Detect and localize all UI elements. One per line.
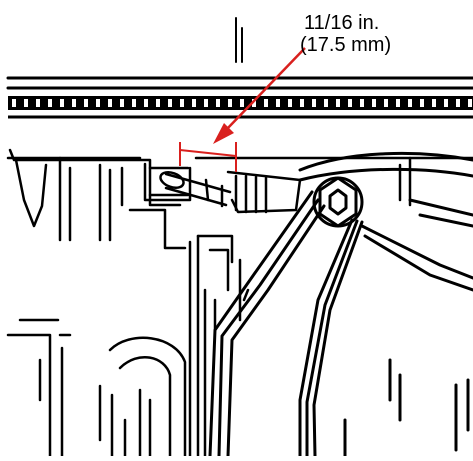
chain-link-slot: [252, 99, 256, 107]
chain-link-slot: [216, 99, 220, 107]
chain-link-slot: [312, 99, 316, 107]
chain-link-slot: [360, 99, 364, 107]
chain-link-slot: [180, 99, 184, 107]
chain-link-slot: [468, 99, 472, 107]
chain-link-slot: [288, 99, 292, 107]
chain-link-slot: [204, 99, 208, 107]
chain-link-slot: [24, 99, 28, 107]
top-reference-tick: [235, 17, 243, 63]
chain-track: [8, 96, 473, 119]
right-bracket: [298, 151, 473, 458]
chain-link-slot: [420, 99, 424, 107]
chain-link-slot: [96, 99, 100, 107]
linkage-arms: [208, 190, 473, 458]
chain-link-slot: [348, 99, 352, 107]
chain-link-slot: [408, 99, 412, 107]
dimension-marker: [179, 142, 237, 172]
chain-link-slot: [444, 99, 448, 107]
center-column: [188, 234, 250, 458]
chain-link-slot: [72, 99, 76, 107]
dimension-callout: 11/16 in. (17.5 mm): [300, 12, 391, 56]
chain-link-slot: [168, 99, 172, 107]
housing-frame: [6, 148, 473, 250]
upper-rails: [6, 76, 473, 90]
chain-link-slot: [240, 99, 244, 107]
chain-link-slot: [48, 99, 52, 107]
left-lower-structure: [6, 318, 187, 458]
chain-link-slot: [228, 99, 232, 107]
chain-link-slot: [300, 99, 304, 107]
chain-link-slot: [132, 99, 136, 107]
clevis-mount: [143, 162, 192, 202]
dimension-imperial: 11/16 in.: [304, 12, 380, 34]
leader-arrow: [213, 47, 306, 144]
chain-link-slot: [156, 99, 160, 107]
chain-link-slot: [108, 99, 112, 107]
chain-link-slot: [144, 99, 148, 107]
adjuster-rod: [159, 170, 302, 214]
hex-nut: [312, 176, 364, 228]
chain-link-slot: [372, 99, 376, 107]
chain-link-slot: [264, 99, 268, 107]
chain-link-slot: [384, 99, 388, 107]
chain-link-slot: [120, 99, 124, 107]
chain-link-slot: [324, 99, 328, 107]
chain-link-slot: [396, 99, 400, 107]
chain-link-slot: [192, 99, 196, 107]
chain-link-slot: [336, 99, 340, 107]
chain-link-slot: [12, 99, 16, 107]
dimension-metric: (17.5 mm): [300, 34, 392, 56]
chain-link-slot: [36, 99, 40, 107]
chain-link-slot: [432, 99, 436, 107]
chain-link-slot: [456, 99, 460, 107]
chain-link-slot: [276, 99, 280, 107]
chain-link-slot: [84, 99, 88, 107]
chain-link-slot: [60, 99, 64, 107]
